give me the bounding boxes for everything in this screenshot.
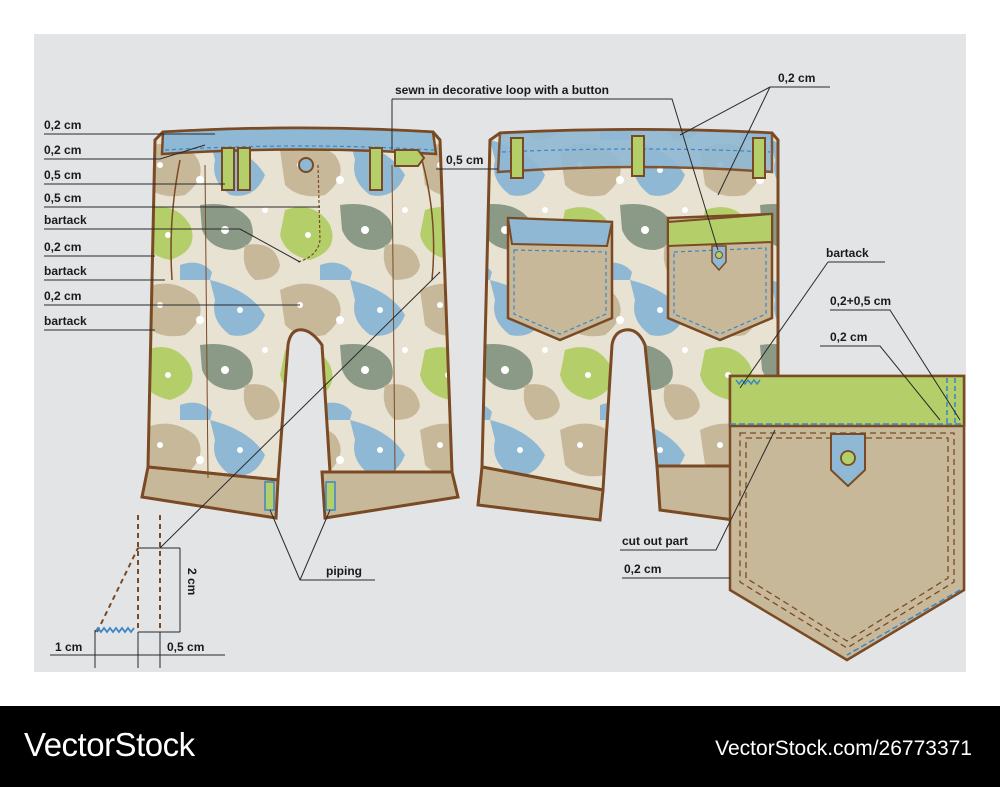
detail-height-label: 2 cm <box>185 568 199 595</box>
detail-right-label: 0,5 cm <box>167 640 204 654</box>
front-shorts-body <box>146 126 454 482</box>
pocket-bottom-label: 0,2 cm <box>624 562 661 576</box>
watermark-footer: VectorStock VectorStock.com/26773371 <box>0 706 1000 787</box>
front-fly-stitch <box>297 164 321 263</box>
front-label-5: bartack <box>44 213 87 227</box>
front-belt-loop-center <box>237 147 251 191</box>
front-label-3: 0,5 cm <box>44 168 81 182</box>
pocket-detail-bartack-zigzag <box>735 378 761 386</box>
detail-dimension-lines <box>50 547 225 668</box>
pocket-detail-button <box>840 450 856 466</box>
piping-label: piping <box>326 564 362 578</box>
front-cuff-left <box>140 465 280 520</box>
front-piping-left <box>264 481 275 511</box>
detail-left-label: 1 cm <box>55 640 82 654</box>
front-label-7: bartack <box>44 264 87 278</box>
back-pocket-button <box>715 251 723 259</box>
front-waistband-stitch <box>164 145 435 151</box>
front-pocket-right <box>421 159 435 281</box>
back-belt-loop-1 <box>510 137 524 179</box>
back-waist-label: 0,5 cm <box>446 153 483 167</box>
pocket-detail-flap <box>728 374 966 428</box>
back-pocket-left-flap <box>506 216 614 248</box>
front-pocket-left <box>170 159 181 281</box>
front-label-8: 0,2 cm <box>44 289 81 303</box>
brand-logo: VectorStock <box>24 726 195 763</box>
loop-label: sewn in decorative loop with a button <box>395 83 609 97</box>
pocket-edge-label: 0,2 cm <box>830 330 867 344</box>
pocket-detail-bottom-stitch <box>846 589 961 656</box>
front-label-4: 0,5 cm <box>44 191 81 205</box>
pocket-detail-edge-stitch <box>739 432 955 649</box>
front-belt-loop-left <box>221 147 235 191</box>
detail-zigzag <box>94 626 135 634</box>
front-label-9: bartack <box>44 314 87 328</box>
back-cuff-left <box>476 465 605 522</box>
pocket-detail-inner-stitch <box>745 437 949 642</box>
leader-lines <box>44 86 961 581</box>
front-crease-left <box>204 164 209 479</box>
back-belt-loop-2 <box>631 135 645 177</box>
bartack-detail: 2 cm 1 cm 0,5 cm <box>50 515 225 668</box>
pocket-bartack-label: bartack <box>826 246 869 260</box>
front-belt-loop-right <box>369 147 383 191</box>
detail-dashed-slant <box>96 547 139 633</box>
front-cuff-right <box>320 470 460 520</box>
back-pocket-right-flap <box>667 212 773 248</box>
technical-drawing: 2 cm 1 cm 0,5 cm 0,2 cm 0,2 cm 0,5 cm 0,… <box>44 71 966 668</box>
front-labels: 0,2 cm 0,2 cm 0,5 cm 0,5 cm bartack 0,2 … <box>44 118 87 328</box>
back-top-label: 0,2 cm <box>778 71 815 85</box>
back-pocket-right-stitch <box>673 247 767 335</box>
front-shorts <box>140 126 460 520</box>
pocket-detail <box>728 374 966 662</box>
back-shorts <box>476 128 780 527</box>
pocket-sum-label: 0,2+0,5 cm <box>830 294 891 308</box>
front-label-1: 0,2 cm <box>44 118 81 132</box>
front-decorative-tab <box>394 149 426 167</box>
front-piping-right <box>325 481 336 511</box>
front-label-6: 0,2 cm <box>44 240 81 254</box>
back-belt-loop-3 <box>752 137 766 179</box>
cut-out-label: cut out part <box>622 534 688 548</box>
front-label-2: 0,2 cm <box>44 143 81 157</box>
image-id: VectorStock.com/26773371 <box>715 737 972 760</box>
front-waist-button <box>298 157 314 173</box>
